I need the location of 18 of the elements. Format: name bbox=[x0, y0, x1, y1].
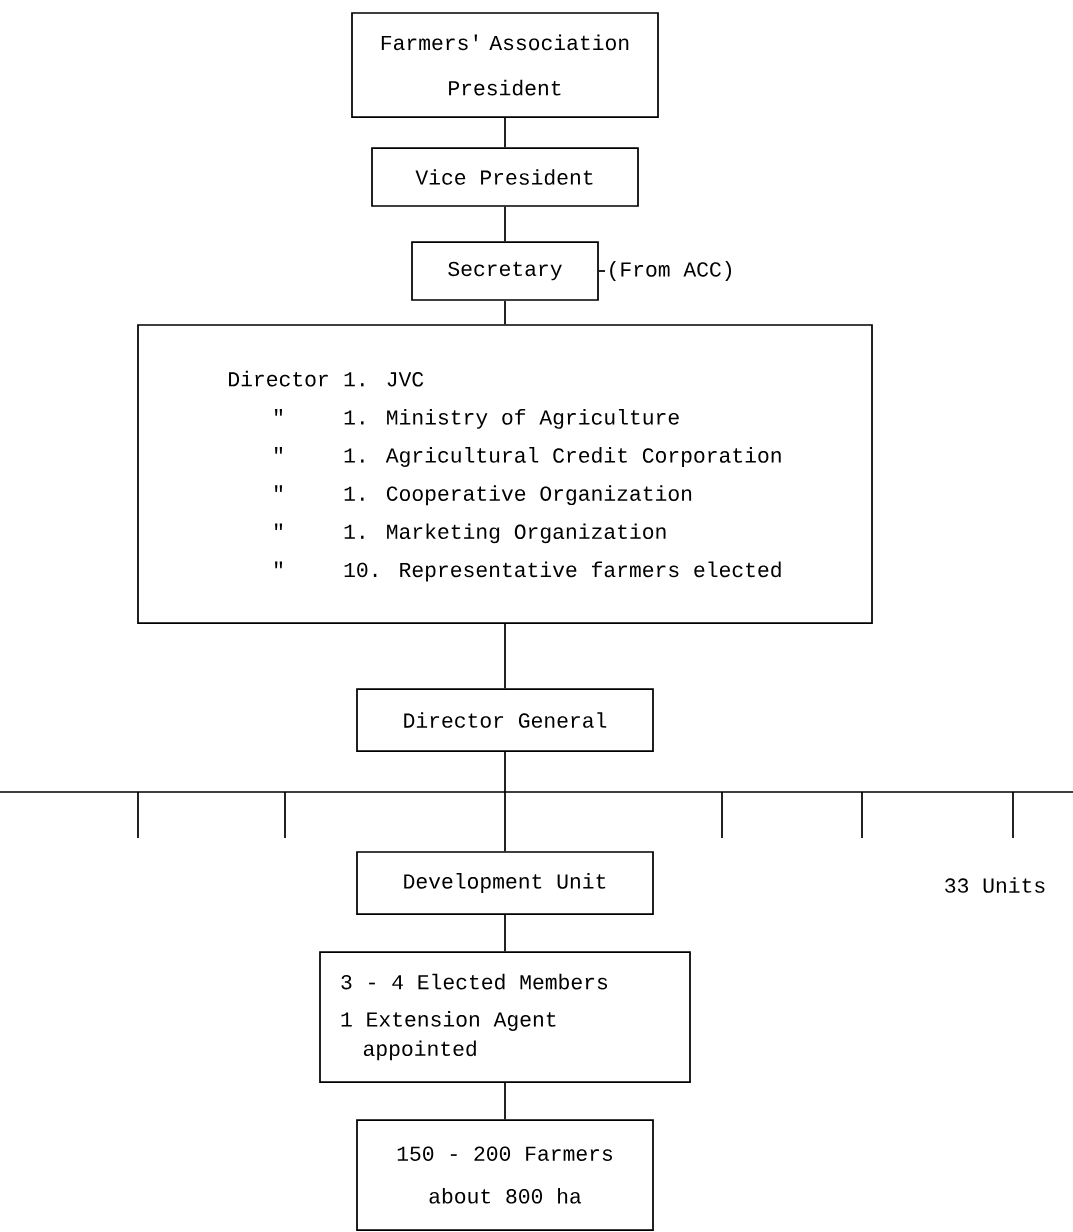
connector-line bbox=[504, 623, 506, 689]
org-box: Vice President bbox=[371, 147, 639, 207]
org-box: Secretary bbox=[411, 241, 599, 301]
connector-line bbox=[598, 270, 606, 272]
connector-line bbox=[504, 914, 506, 952]
connector-line bbox=[504, 206, 506, 242]
org-box: 150 - 200 Farmers about 800 ha bbox=[356, 1119, 654, 1231]
org-box: 3 - 4 Elected Members 1 Extension Agent appointed bbox=[319, 951, 691, 1083]
connector-line bbox=[504, 300, 506, 325]
connector-line bbox=[504, 751, 506, 852]
org-box: Farmers' Association President bbox=[351, 12, 659, 118]
org-box: Development Unit bbox=[356, 851, 654, 915]
org-box: Director General bbox=[356, 688, 654, 752]
org-box: Director 1. JVC " 1. Ministry of Agriculture " 1. Agricultural Credit Corporation " 1. Cooperative Organization " 1. Marketing Organization " 10. Representative farmers elected bbox=[137, 324, 873, 624]
note-text: (From ACC) bbox=[610, 261, 731, 281]
units-label: 33 Units bbox=[945, 877, 1045, 893]
connector-line bbox=[504, 117, 506, 148]
connector-line bbox=[504, 1082, 506, 1120]
